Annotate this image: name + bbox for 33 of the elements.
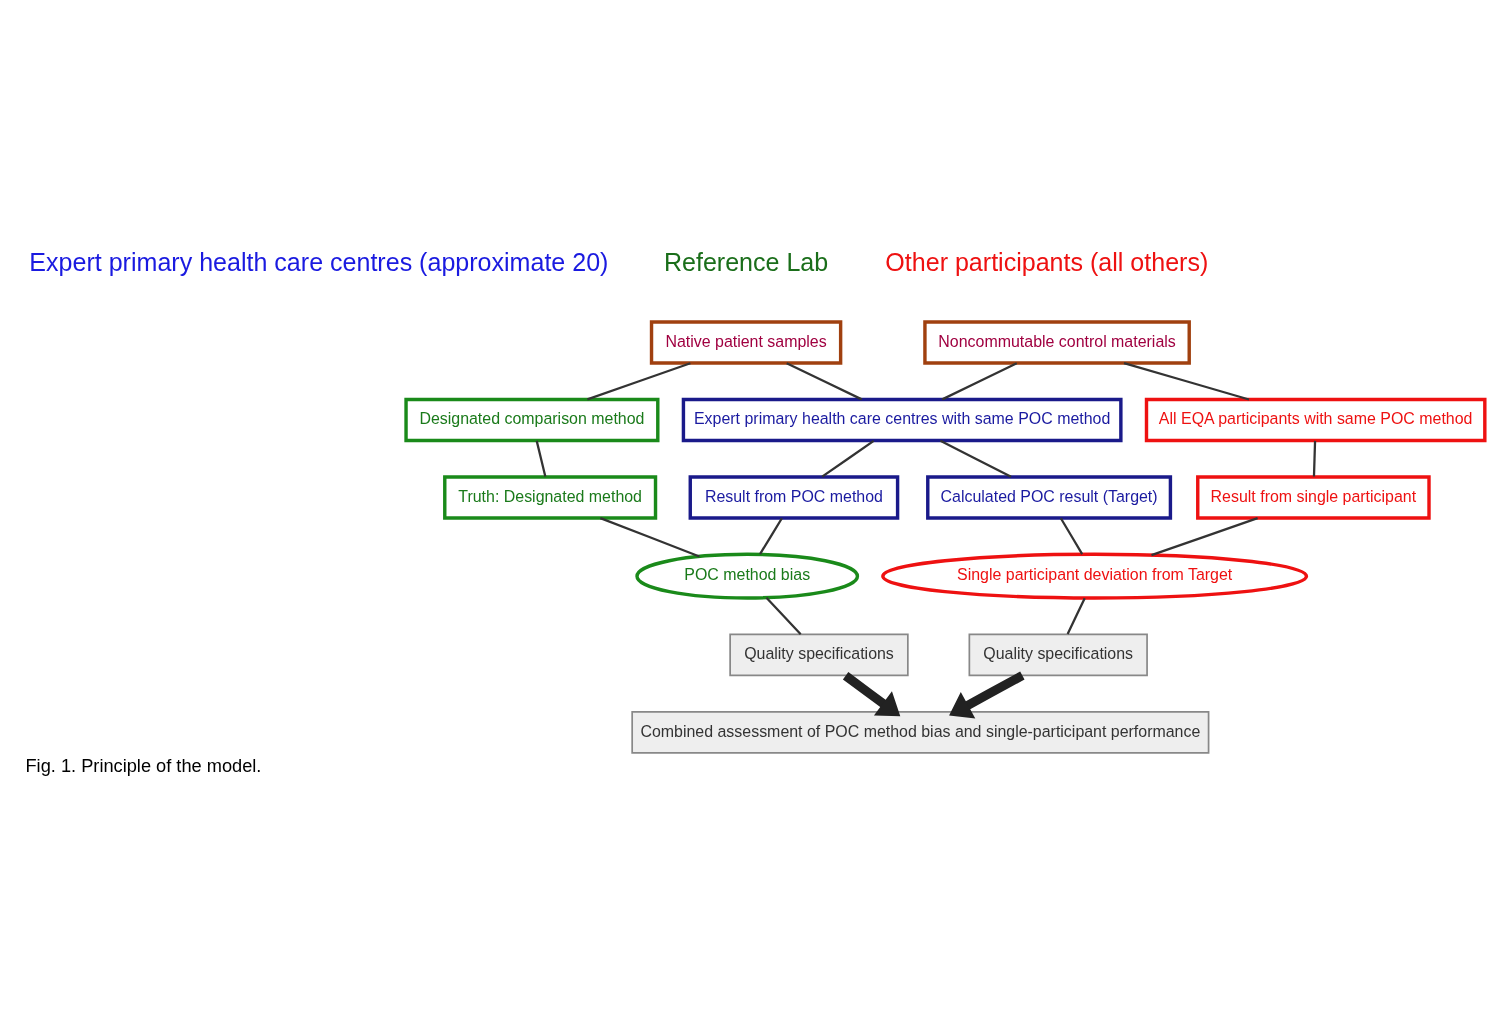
node-box: Expert primary health care centres with same POC method (681, 397, 1123, 442)
node-ellipse: POC method bias (634, 552, 859, 600)
connector (586, 361, 691, 400)
connector (1150, 516, 1258, 556)
node-box: Noncommutable control materials (922, 319, 1191, 365)
connector (941, 361, 1017, 400)
connector (939, 439, 1012, 478)
connector (599, 516, 700, 558)
connector (821, 439, 874, 478)
node-box: Truth: Designated method (442, 474, 657, 520)
connector (758, 517, 783, 555)
connector (1123, 361, 1249, 401)
connector (765, 596, 802, 635)
caption: Fig. 1. Principle of the model. (24, 755, 261, 776)
node-box: Calculated POC result (Target) (925, 474, 1172, 520)
node-box: Designated comparison method (403, 397, 659, 442)
arrow (842, 671, 900, 716)
node-box: Combined assessment of POC method bias and single-participant performance (630, 710, 1209, 754)
connector (1312, 440, 1316, 476)
label: Expert primary health care centres (approximate 20) (28, 247, 608, 276)
node-box: Quality specifications (968, 633, 1148, 676)
node-box: Result from single participant (1195, 474, 1431, 520)
node-box: All EQA participants with same POC method (1144, 397, 1487, 442)
node-box: Result from POC method (688, 474, 899, 520)
connector (785, 361, 862, 400)
node-ellipse: Single participant deviation from Target (880, 552, 1308, 600)
connector (1059, 517, 1083, 555)
connector (1066, 597, 1086, 634)
label: Other participants (all others) (884, 247, 1208, 276)
connector (535, 440, 546, 477)
node-box: Native patient samples (649, 319, 842, 365)
label: Reference Lab (663, 247, 828, 276)
node-box: Quality specifications (728, 633, 909, 676)
